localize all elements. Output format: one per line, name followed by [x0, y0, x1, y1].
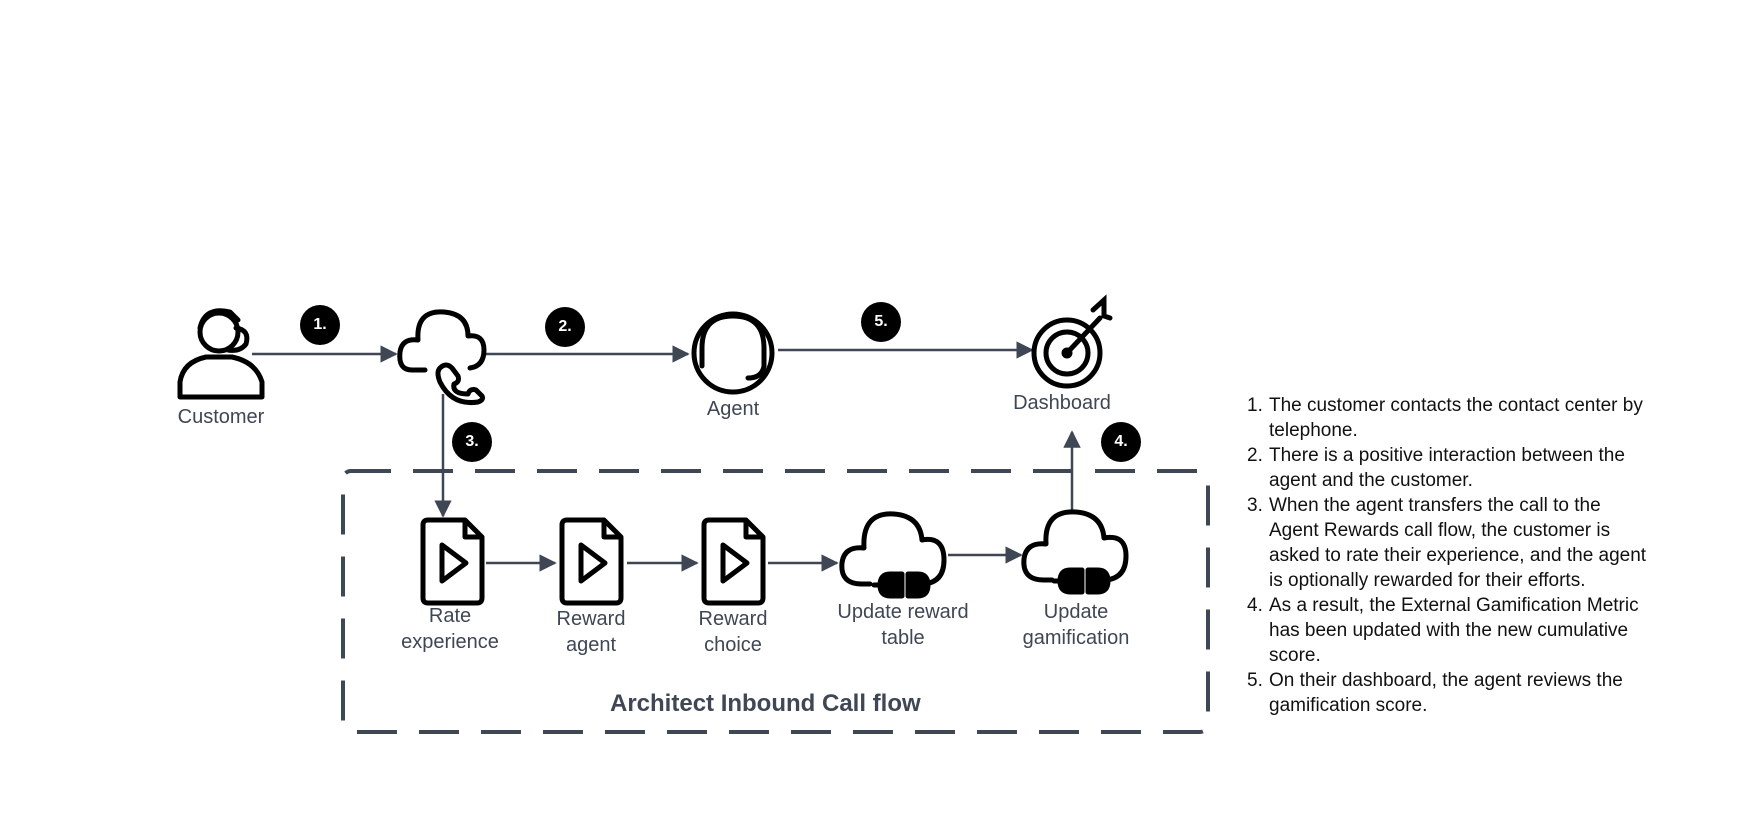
play-document-icon-reward-agent [559, 517, 624, 606]
step-item-3-line-4: is optionally rewarded for their efforts… [1269, 570, 1586, 591]
step-item-3-line-1: When the agent transfers the call to the [1269, 495, 1601, 516]
step-item-4-line-1: As a result, the External Gamification M… [1269, 595, 1639, 616]
cloud-phone-icon [397, 309, 487, 406]
step-item-3-line-3: asked to rate their experience, and the … [1269, 545, 1647, 566]
step-item-2-line-2: agent and the customer. [1269, 470, 1473, 491]
dashboard-label: Dashboard [1013, 392, 1111, 414]
step-item-1-line-2: telephone. [1269, 420, 1358, 441]
reward-agent-label: Reward agent [531, 606, 651, 658]
rate-experience-label-line1: Rate [428, 605, 472, 627]
step-item-4-line-3: score. [1269, 645, 1321, 666]
step-badge-4 [1101, 422, 1141, 462]
step-item-5-number: 5. [1247, 670, 1263, 691]
step-item-2-number: 2. [1247, 445, 1263, 466]
update-reward-table-label-line1: Update reward [837, 601, 969, 623]
update-reward-table-label-line2: table [881, 627, 925, 649]
step-item-5: 5. On their dashboard, the agent reviews… [1247, 668, 1717, 718]
step-badge-4-label: 4. [1114, 433, 1128, 450]
customer-label: Customer [177, 406, 265, 428]
reward-choice-label-line1: Reward [698, 608, 768, 630]
step-item-1: 1. The customer contacts the contact cen… [1247, 393, 1717, 443]
agent-label: Agent [706, 398, 760, 420]
reward-choice-label-line2: choice [704, 634, 762, 656]
step-item-1-number: 1. [1247, 395, 1263, 416]
update-gamification-label-line2: gamification [1022, 627, 1130, 649]
rate-experience-label-line2: experience [401, 631, 499, 653]
step-badge-2-label: 2. [558, 318, 572, 335]
step-badge-5 [861, 302, 901, 342]
reward-agent-label-line1: Reward [556, 608, 626, 630]
step-badge-3-label: 3. [465, 433, 479, 450]
step-item-4-line-2: has been updated with the new cumulative [1269, 620, 1629, 641]
customer-person-icon [177, 308, 265, 400]
step-item-4: 4. As a result, the External Gamificatio… [1247, 593, 1717, 668]
step-item-1-line-1: The customer contacts the contact center… [1269, 395, 1643, 416]
rate-experience-label: Rate experience [390, 603, 510, 655]
cloud-plug-icon-update-gamification [1021, 509, 1129, 595]
update-gamification-label: Update gamification [1001, 599, 1151, 651]
step-item-5-line-2: gamification score. [1269, 695, 1428, 716]
step-item-5-line-1: On their dashboard, the agent reviews th… [1269, 670, 1623, 691]
step-item-3: 3. When the agent transfers the call to … [1247, 493, 1717, 593]
target-icon [1031, 294, 1113, 389]
cloud-plug-icon-update-table [839, 511, 947, 599]
step-badge-3 [452, 422, 492, 462]
step-item-2-line-1: There is a positive interaction between … [1269, 445, 1625, 466]
headset-icon [691, 311, 775, 395]
play-document-icon-rate [420, 517, 485, 606]
step-item-3-line-2: Agent Rewards call flow, the customer is [1269, 520, 1611, 541]
step-item-4-number: 4. [1247, 595, 1263, 616]
update-gamification-label-line1: Update [1043, 601, 1109, 623]
step-badge-1 [300, 305, 340, 345]
step-badge-1-label: 1. [313, 316, 327, 333]
step-item-3-number: 3. [1247, 495, 1263, 516]
reward-agent-label-line2: agent [565, 634, 617, 656]
step-item-2: 2. There is a positive interaction betwe… [1247, 443, 1717, 493]
reward-choice-label: Reward choice [673, 606, 793, 658]
play-document-icon-reward-choice [701, 517, 766, 606]
group-title: Architect Inbound Call flow [610, 690, 921, 717]
step-badge-2 [545, 307, 585, 347]
steps-list: 1. The customer contacts the contact cen… [1247, 393, 1717, 718]
update-reward-table-label: Update reward table [823, 599, 983, 651]
step-badge-5-label: 5. [874, 313, 888, 330]
